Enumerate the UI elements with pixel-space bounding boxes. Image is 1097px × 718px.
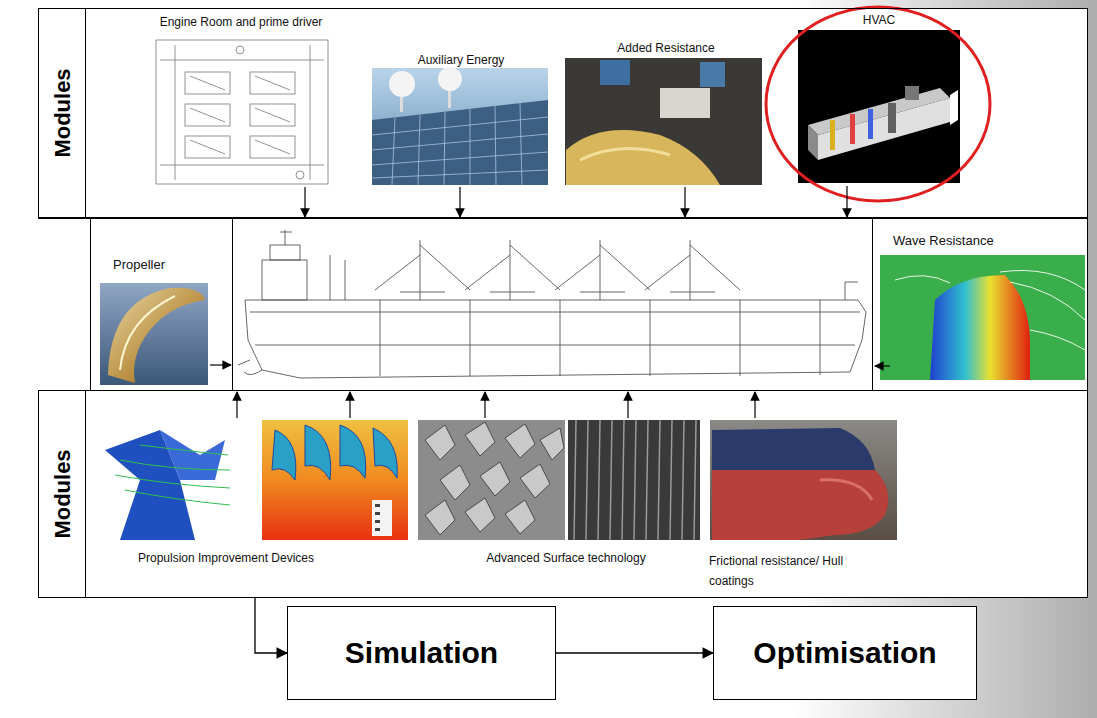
module-title: Engine Room and prime driver xyxy=(160,15,323,30)
flow-arrow xyxy=(556,652,713,653)
module-label: Engine Room and prime driver xyxy=(160,15,323,30)
section-label: Modules xyxy=(49,449,75,538)
box-label: Optimisation xyxy=(753,636,936,670)
module-label: HVAC xyxy=(863,13,895,28)
module-title: Frictional resistance/ Hull coatings xyxy=(709,551,859,591)
module-label: Advanced Surface technology xyxy=(486,551,645,566)
riblet-image xyxy=(568,420,700,540)
sharkskin-image xyxy=(418,420,565,540)
duct-flow-image xyxy=(100,420,232,540)
module-label: Propulsion Improvement Devices xyxy=(138,551,314,566)
module-title: Auxiliary Energy xyxy=(418,53,505,68)
module-band: ModulesPropulsion Improvement Devices Adv… xyxy=(38,390,1088,598)
label-column xyxy=(85,8,86,598)
ship-drawing xyxy=(238,230,866,378)
module-label: Auxiliary Energy xyxy=(418,53,505,68)
propeller-photo xyxy=(100,283,208,385)
module-panel: Propeller xyxy=(90,218,233,391)
band-line xyxy=(38,219,1088,391)
box-label: Simulation xyxy=(345,636,498,670)
module-label: Added Resistance xyxy=(617,41,714,56)
frame-ground xyxy=(38,8,1088,598)
engine-room-drawing xyxy=(156,40,328,184)
module-arrow xyxy=(237,392,755,418)
module-label: Propeller xyxy=(113,257,165,272)
wave-arrow xyxy=(875,365,890,366)
hull-photo xyxy=(710,420,897,540)
module-label: Frictional resistance/ Hull coatings xyxy=(709,551,859,591)
wave-resistance-plot xyxy=(880,255,1085,380)
module-label: Wave Resistance xyxy=(893,233,994,248)
tank-test-photo xyxy=(565,58,762,185)
process-box: Optimisation xyxy=(713,606,977,700)
highlight-ellipse xyxy=(766,7,990,201)
flow-arrow xyxy=(255,598,287,653)
process-box: Simulation xyxy=(287,606,556,700)
blade-pressure-image xyxy=(262,420,408,540)
module-title: Propulsion Improvement Devices xyxy=(138,551,314,566)
section-label: Modules xyxy=(49,68,75,157)
propeller-arrow xyxy=(210,364,231,365)
module-arrow xyxy=(305,186,847,217)
solar-panel-photo xyxy=(372,67,548,185)
module-title: HVAC xyxy=(863,13,895,28)
hvac-schematic xyxy=(798,30,960,183)
module-band: Modules Engine Room and prime driverAuxil… xyxy=(38,8,1088,218)
module-title: Added Resistance xyxy=(617,41,714,56)
module-title: Advanced Surface technology xyxy=(486,551,645,566)
module-panel: Wave Resistance xyxy=(872,218,1088,391)
